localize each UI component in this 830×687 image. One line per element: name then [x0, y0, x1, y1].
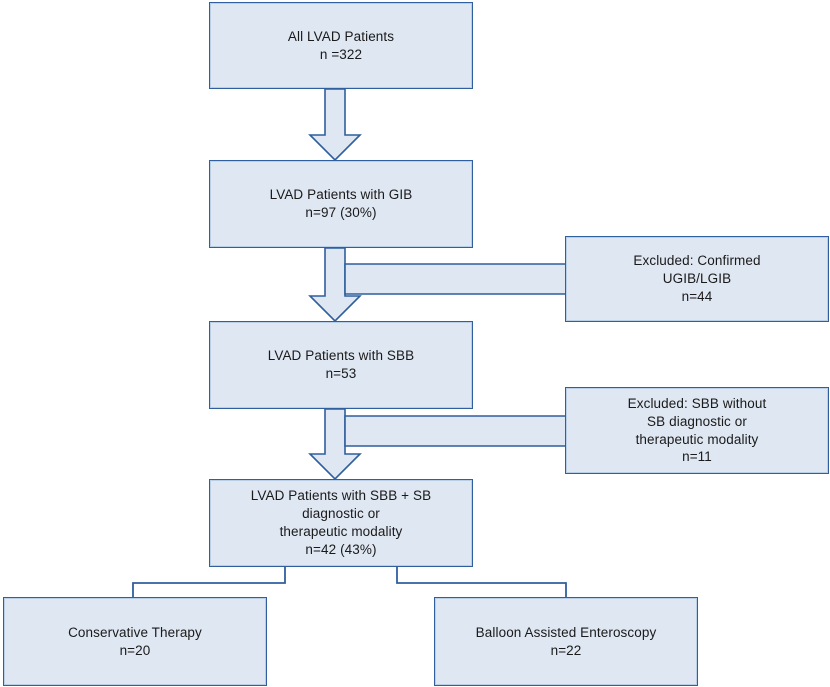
node-conservative-therapy[interactable]: Conservative Therapy n=20 — [3, 597, 267, 686]
node-balloon-assisted-enteroscopy-label: Balloon Assisted Enteroscopy n=22 — [475, 624, 657, 658]
node-excluded-confirmed-ugib-lgib[interactable]: Excluded: Confirmed UGIB/LGIB n=44 — [565, 236, 829, 322]
connector-sbb-sb-to-conservative — [132, 567, 286, 597]
node-lvad-patients-with-gib[interactable]: LVAD Patients with GIB n=97 (30%) — [209, 160, 473, 248]
connector-gib-to-sbb — [308, 247, 362, 323]
node-lvad-patients-with-sbb-and-sb-modality[interactable]: LVAD Patients with SBB + SB diagnostic o… — [209, 479, 473, 567]
connector-sbb-sb-to-balloon — [396, 567, 567, 597]
node-lvad-patients-with-gib-label: LVAD Patients with GIB n=97 (30%) — [269, 187, 413, 220]
node-excluded-sbb-without-modality[interactable]: Excluded: SBB without SB diagnostic or t… — [565, 387, 829, 474]
node-all-lvad-patients[interactable]: All LVAD Patients n =322 — [209, 2, 473, 89]
node-all-lvad-patients-label: All LVAD Patients n =322 — [287, 28, 395, 62]
node-conservative-therapy-label: Conservative Therapy n=20 — [68, 624, 202, 658]
node-balloon-assisted-enteroscopy[interactable]: Balloon Assisted Enteroscopy n=22 — [434, 597, 698, 686]
node-excluded-confirmed-ugib-lgib-label: Excluded: Confirmed UGIB/LGIB n=44 — [633, 253, 761, 304]
node-lvad-patients-with-sbb[interactable]: LVAD Patients with SBB n=53 — [209, 321, 473, 409]
node-lvad-patients-with-sbb-and-sb-modality-label: LVAD Patients with SBB + SB diagnostic o… — [250, 488, 432, 557]
node-lvad-patients-with-sbb-label: LVAD Patients with SBB n=53 — [267, 348, 415, 381]
node-excluded-sbb-without-modality-label: Excluded: SBB without SB diagnostic or t… — [627, 395, 767, 465]
connector-all-lvad-to-gib — [308, 88, 362, 162]
